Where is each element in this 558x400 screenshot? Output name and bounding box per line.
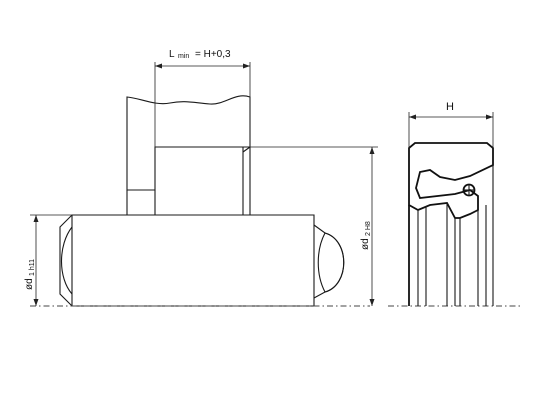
- housing-chamfer: [242, 146, 251, 153]
- label-l-min-prefix: L: [169, 49, 175, 60]
- shaft-right-section: [317, 232, 345, 293]
- dimension-l-min: L min = H+0,3: [154, 49, 251, 147]
- shaft-left-break: [61, 226, 73, 295]
- housing-bore-wall: [126, 147, 251, 215]
- seal-lip-lines: [417, 203, 487, 306]
- dimension-h: H: [408, 101, 494, 148]
- label-d1-sub: 1 h11: [29, 259, 36, 276]
- label-h: H: [446, 101, 454, 113]
- label-l-min-sub: min: [178, 53, 189, 60]
- shaft: [59, 214, 345, 307]
- housing-section: [126, 95, 251, 191]
- label-d1-main: ød: [24, 278, 35, 290]
- shaft-body: [59, 214, 315, 307]
- dimension-d2: ød 2 H8: [250, 146, 378, 306]
- seal-spring: [462, 183, 476, 197]
- label-l-min-suffix: = H+0,3: [195, 49, 231, 60]
- seal-profile: [408, 142, 494, 306]
- seal-outer-body: [408, 142, 494, 219]
- dimension-d1: ød 1 h11: [24, 214, 72, 306]
- label-d2-main: ød: [360, 238, 371, 250]
- label-d2-sub: 2 H8: [365, 221, 372, 236]
- housing: [126, 95, 251, 215]
